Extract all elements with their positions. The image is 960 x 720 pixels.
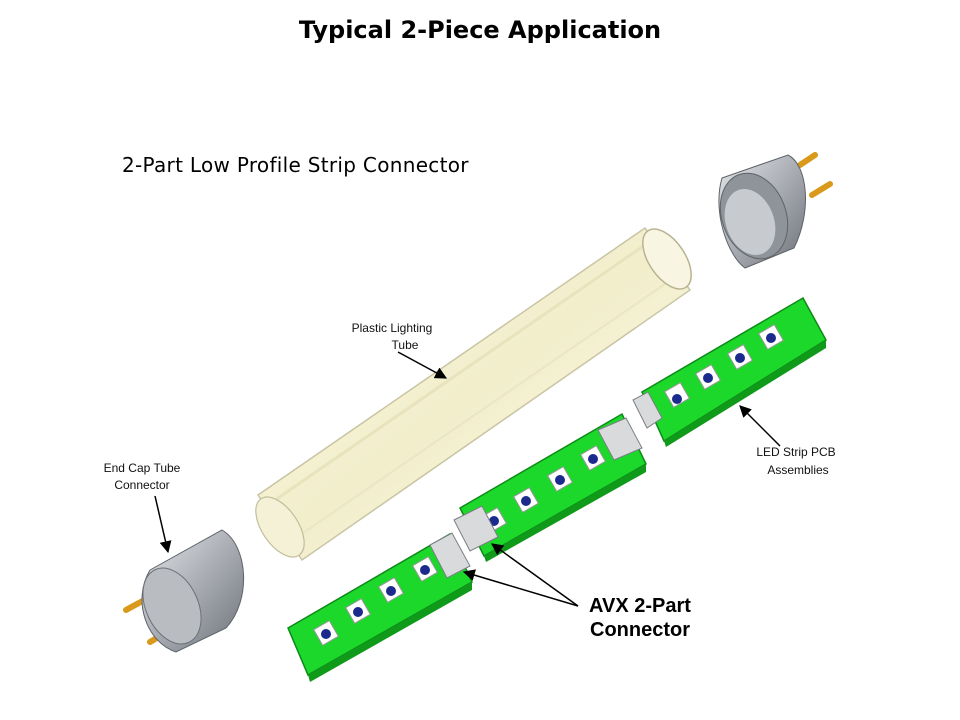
slide-title: Typical 2-Piece Application [298, 16, 662, 44]
tube-leader-arrow [397, 351, 448, 379]
avx-leader-arrow-1 [462, 569, 579, 607]
slide-subtitle: 2-Part Low Profile Strip Connector [122, 153, 469, 177]
label-plastic-tube-line1: Plastic Lighting [352, 321, 433, 335]
led-strip-pcb-middle [453, 412, 647, 562]
led-strip-pcb-bottom [287, 532, 473, 682]
end-cap-leader-arrow [154, 495, 172, 554]
label-avx-line2: Connector [590, 619, 690, 641]
label-plastic-tube-line2: Tube [392, 338, 419, 352]
label-end-cap-line2: Connector [114, 478, 169, 492]
avx-leader-arrow-2 [491, 543, 579, 607]
label-end-cap-line1: End Cap Tube [104, 461, 181, 475]
end-cap-bottom-left [123, 529, 244, 653]
label-led-strip-line1: LED Strip PCB [756, 445, 835, 459]
label-avx-line1: AVX 2-Part [589, 595, 691, 617]
led-strip-leader-arrow [739, 405, 781, 447]
led-strip-pcb-top [632, 296, 827, 447]
label-led-strip-line2: Assemblies [767, 463, 828, 477]
plastic-lighting-tube [255, 226, 692, 562]
end-cap-top-right [718, 152, 833, 269]
